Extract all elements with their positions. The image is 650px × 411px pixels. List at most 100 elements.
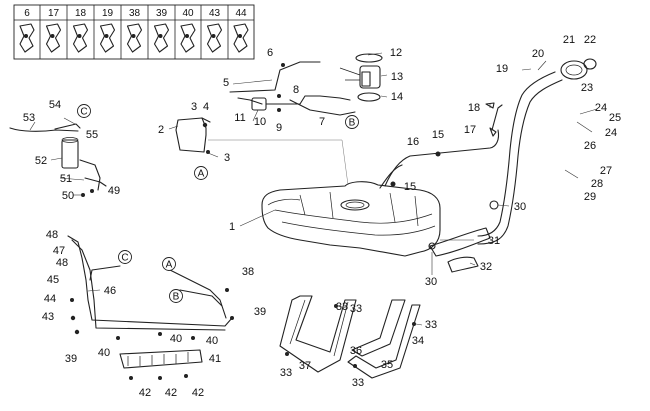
callout-23: 23 bbox=[581, 82, 593, 94]
callout-41: 41 bbox=[209, 353, 221, 365]
callout-1: 1 bbox=[229, 221, 235, 233]
tank-strap-right bbox=[347, 299, 421, 379]
callout-3: 3 bbox=[224, 152, 230, 164]
callout-34: 34 bbox=[412, 335, 424, 347]
vent-hose-right bbox=[379, 102, 503, 189]
callout-42: 42 bbox=[139, 387, 151, 399]
callout-6: 6 bbox=[267, 47, 273, 59]
callout-39: 39 bbox=[254, 306, 266, 318]
heat-shield bbox=[119, 349, 203, 380]
callout-11: 11 bbox=[234, 112, 245, 124]
connector-ref-label: A bbox=[198, 169, 205, 180]
callout-9: 9 bbox=[276, 122, 282, 134]
legend-header-17: 17 bbox=[48, 8, 60, 19]
callout-3: 3 bbox=[191, 101, 197, 113]
legend-header-18: 18 bbox=[75, 8, 87, 19]
clip-icon-6 bbox=[19, 23, 35, 53]
callout-46: 46 bbox=[104, 285, 116, 297]
callout-50: 50 bbox=[62, 190, 74, 202]
callout-17: 17 bbox=[464, 124, 476, 136]
fuel-tank bbox=[261, 181, 441, 257]
callout-51: 51 bbox=[60, 173, 72, 185]
callout-48: 48 bbox=[56, 257, 68, 269]
connector-ref-C: C bbox=[77, 104, 91, 118]
callout-14: 14 bbox=[391, 91, 403, 103]
callout-8: 8 bbox=[293, 84, 299, 96]
clip-icon-39 bbox=[153, 23, 170, 53]
callout-16: 16 bbox=[407, 136, 419, 148]
callout-24: 24 bbox=[605, 127, 617, 139]
callout-55: 55 bbox=[86, 129, 98, 141]
callout-42: 42 bbox=[192, 387, 204, 399]
legend-header-39: 39 bbox=[156, 8, 168, 19]
callout-33: 33 bbox=[425, 319, 437, 331]
legend-header-43: 43 bbox=[209, 8, 221, 19]
callout-30: 30 bbox=[514, 201, 526, 213]
clip-icon-17 bbox=[45, 23, 62, 53]
clip-icon-43 bbox=[206, 23, 223, 53]
tank-strap-left bbox=[279, 295, 357, 373]
callout-39: 39 bbox=[65, 353, 77, 365]
connector-ref-A: A bbox=[194, 166, 208, 180]
callout-5: 5 bbox=[223, 77, 229, 89]
clip-icon-38 bbox=[126, 23, 143, 53]
clip-icon-19 bbox=[99, 23, 116, 53]
callout-26: 26 bbox=[584, 140, 596, 152]
callout-7: 7 bbox=[319, 116, 325, 128]
callout-27: 27 bbox=[600, 165, 612, 177]
connector-ref-A: A bbox=[162, 257, 176, 271]
legend-header-40: 40 bbox=[182, 8, 194, 19]
callout-33: 33 bbox=[280, 367, 292, 379]
callout-4: 4 bbox=[203, 101, 209, 113]
callout-38: 38 bbox=[242, 266, 254, 278]
connector-ref-C: C bbox=[118, 250, 132, 264]
clip-icon-44 bbox=[233, 23, 249, 53]
legend-header-19: 19 bbox=[102, 8, 114, 19]
connector-ref-label: C bbox=[121, 253, 128, 264]
vapor-line-left bbox=[175, 117, 349, 186]
legend-header-6: 6 bbox=[24, 8, 30, 19]
callout-25: 25 bbox=[609, 112, 621, 124]
callout-40: 40 bbox=[206, 335, 218, 347]
callout-33: 33 bbox=[350, 303, 362, 315]
callout-42: 42 bbox=[165, 387, 177, 399]
callout-10: 10 bbox=[254, 116, 266, 128]
callout-29: 29 bbox=[584, 191, 596, 203]
callout-30: 30 bbox=[425, 276, 437, 288]
callout-54: 54 bbox=[49, 99, 61, 111]
legend-header-38: 38 bbox=[129, 8, 141, 19]
callout-45: 45 bbox=[47, 274, 59, 286]
callout-18: 18 bbox=[468, 102, 480, 114]
clip-icon-40 bbox=[180, 23, 196, 53]
callout-15: 15 bbox=[432, 129, 444, 141]
callout-40: 40 bbox=[170, 333, 182, 345]
callout-28: 28 bbox=[591, 178, 603, 190]
callout-24: 24 bbox=[595, 102, 607, 114]
fuel-pump-assembly bbox=[339, 53, 383, 102]
fuel-feed-line-top bbox=[229, 61, 356, 116]
callout-37: 37 bbox=[299, 360, 311, 372]
fuel-line-lower bbox=[67, 235, 234, 340]
charcoal-canister bbox=[9, 123, 107, 197]
callout-33: 33 bbox=[352, 377, 364, 389]
leader-lines bbox=[29, 52, 598, 326]
strap-bolts bbox=[285, 304, 416, 368]
callout-12: 12 bbox=[390, 47, 402, 59]
connector-ref-label: C bbox=[80, 107, 87, 118]
callout-53: 53 bbox=[23, 112, 35, 124]
connector-ref-label: B bbox=[173, 292, 180, 303]
callout-22: 22 bbox=[584, 34, 596, 46]
callout-32: 32 bbox=[480, 261, 492, 273]
callout-40: 40 bbox=[98, 347, 110, 359]
callout-52: 52 bbox=[35, 155, 47, 167]
callout-31: 31 bbox=[488, 235, 500, 247]
callout-36: 36 bbox=[350, 345, 362, 357]
callout-43: 43 bbox=[42, 311, 54, 323]
clip-icon-18 bbox=[72, 23, 89, 53]
callout-15: 15 bbox=[404, 181, 416, 193]
callout-44: 44 bbox=[44, 293, 56, 305]
callout-47: 47 bbox=[53, 245, 65, 257]
callout-19: 19 bbox=[496, 63, 508, 75]
connector-ref-B: B bbox=[169, 289, 183, 303]
